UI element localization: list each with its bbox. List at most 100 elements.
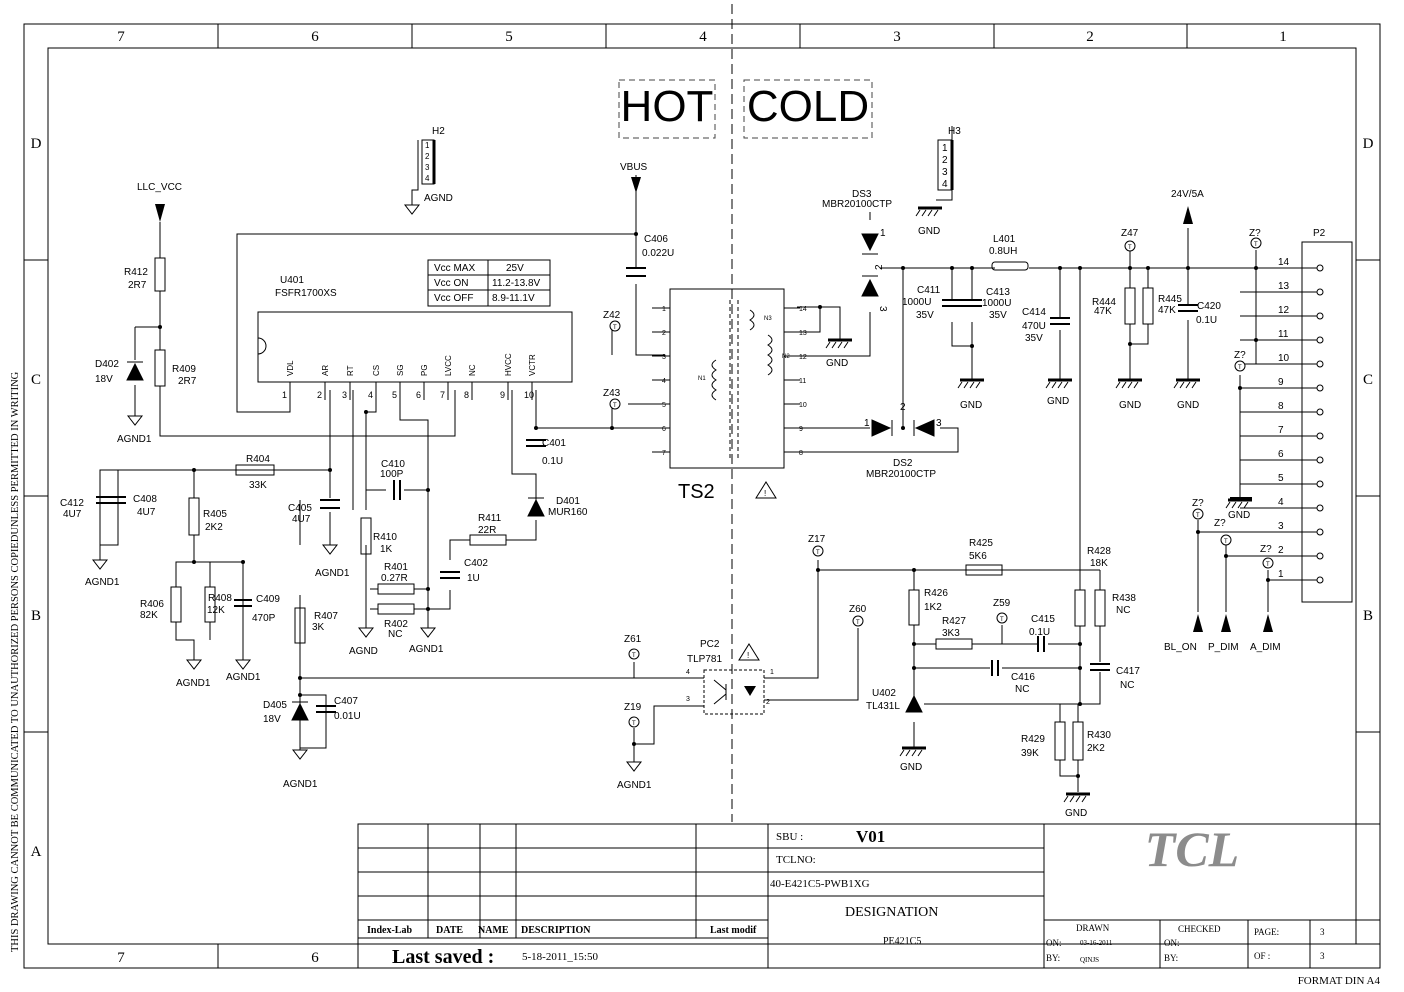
col-date: DATE xyxy=(436,925,463,936)
p2-pin-number: 11 xyxy=(1278,329,1289,340)
component-label-ds3: MBR20100CTP xyxy=(822,199,892,210)
component-label-c415: C415 xyxy=(1031,614,1055,625)
testpoint-label: Z60 xyxy=(849,604,867,615)
arrow-up-icon xyxy=(1263,614,1273,632)
testpoint-label: Z? xyxy=(1234,350,1246,361)
component-label-r409: R409 xyxy=(172,364,196,375)
component-label-ds2: MBR20100CTP xyxy=(866,469,936,480)
p2-pin-number: 8 xyxy=(1278,401,1284,412)
ts2-left-pin: 5 xyxy=(662,402,666,409)
testpoint-label: Z42 xyxy=(603,310,621,321)
pc2-pin1: 1 xyxy=(770,669,774,676)
testpoint-mark: T xyxy=(632,653,636,659)
zener-diode-icon xyxy=(126,362,144,381)
ground-label: AGND1 xyxy=(617,780,652,791)
analog-ground-icon xyxy=(234,659,252,670)
component-label-r406: R406 xyxy=(140,599,164,610)
ts2-left-pin: 7 xyxy=(662,450,666,457)
component-label-r430: R430 xyxy=(1087,730,1111,741)
col-index-lab: Index-Lab xyxy=(367,925,412,936)
ts2-right-pin: 11 xyxy=(799,378,806,385)
component-label-r427: 3K3 xyxy=(942,628,960,639)
h2-pin-4: 4 xyxy=(425,174,430,183)
component-label-d405: D405 xyxy=(263,700,287,711)
component-label-c413: C413 xyxy=(986,287,1010,298)
designation-label: DESIGNATION xyxy=(845,905,938,920)
row-label-d-left: D xyxy=(31,136,42,152)
vcc-table-k1: Vcc ON xyxy=(434,278,468,289)
analog-ground-icon xyxy=(403,204,421,215)
vcc-table: Vcc MAX 25V Vcc ON 11.2-13.8V Vcc OFF 8.… xyxy=(427,259,551,307)
testpoint-label: Z61 xyxy=(624,634,642,645)
testpoint-label: Z? xyxy=(1214,518,1226,529)
testpoint-icon xyxy=(1234,360,1246,372)
component-label-c420: 0.1U xyxy=(1196,315,1217,326)
col-last-modif: Last modif xyxy=(710,925,757,936)
wires xyxy=(99,126,1318,792)
winding-n3: N3 xyxy=(764,316,772,322)
ic-pin-name: RT xyxy=(346,365,355,376)
h2-pin-2: 2 xyxy=(425,152,430,161)
component-label-r404: 33K xyxy=(249,480,267,491)
ground-hatch xyxy=(899,749,923,757)
testpoint-label: Z? xyxy=(1260,544,1272,555)
ic-pin-name: NC xyxy=(468,364,477,376)
analog-ground-icon xyxy=(91,559,109,570)
ic-pin-number: 7 xyxy=(440,390,445,400)
arrow-down-icon xyxy=(631,177,641,193)
p2-pin-socket xyxy=(1316,312,1324,320)
checked-by-label: BY: xyxy=(1164,953,1178,963)
ic-pin-number: 1 xyxy=(282,390,287,400)
testpoint-icon xyxy=(609,320,621,332)
component-label-c406: 0.022U xyxy=(642,248,674,259)
component-label-c402: C402 xyxy=(464,558,488,569)
ic-u401-part: FSFR1700XS xyxy=(275,288,337,299)
net-vbus-label: VBUS xyxy=(620,162,648,173)
component-label-d401: MUR160 xyxy=(548,507,588,518)
arrow-up-icon xyxy=(1183,206,1193,224)
p2-pin-number: 7 xyxy=(1278,425,1284,436)
component-label-l401: L401 xyxy=(993,234,1016,245)
component-label-c411: C411 xyxy=(917,285,941,296)
col-label-3: 3 xyxy=(893,29,901,45)
analog-ground-icon xyxy=(185,659,203,670)
ic-u401-ref: U401 xyxy=(280,275,304,286)
ic-pin-name: AR xyxy=(321,365,330,376)
tclno-value: 40-E421C5-PWB1XG xyxy=(770,878,870,890)
ground-hatch xyxy=(1045,381,1069,389)
ts2-right-pin: 10 xyxy=(799,402,807,409)
component-label-c411: 1000U xyxy=(902,297,931,308)
col-label-5: 5 xyxy=(505,29,513,45)
testpoint-icon xyxy=(628,648,640,660)
diode-icon xyxy=(871,419,892,437)
ts2-left-pin: 6 xyxy=(662,426,666,433)
testpoint-mark: T xyxy=(1238,365,1242,371)
vcc-table-v1: 11.2-13.8V xyxy=(492,278,541,289)
ground-label: GND xyxy=(1228,510,1250,521)
component-label-r405: 2K2 xyxy=(205,522,223,533)
ground-label: GND xyxy=(1047,396,1069,407)
format-label: FORMAT DIN A4 xyxy=(1298,975,1381,987)
p2-pin-socket xyxy=(1316,552,1324,560)
testpoint-label: Z19 xyxy=(624,702,642,713)
component-label-c402: 1U xyxy=(467,573,480,584)
component-label-c406: C406 xyxy=(644,234,668,245)
h2-pin-3: 3 xyxy=(425,163,430,172)
ts2-right-pin: 12 xyxy=(799,354,807,361)
component-label-r411: 22R xyxy=(478,525,496,536)
ground-label: AGND1 xyxy=(315,568,350,579)
testpoint-mark: T xyxy=(1128,245,1132,251)
led-icon xyxy=(744,686,756,696)
p2-pin-socket xyxy=(1316,264,1324,272)
col-label-bottom-6: 6 xyxy=(311,950,319,966)
component-label-r438: NC xyxy=(1116,605,1130,616)
p2-pin-number: 12 xyxy=(1278,305,1290,316)
testpoint-label: Z43 xyxy=(603,388,621,399)
p2-pin-socket xyxy=(1316,336,1324,344)
component-label-r425: 5K6 xyxy=(969,551,987,562)
pc2-pin2: 2 xyxy=(766,699,770,706)
